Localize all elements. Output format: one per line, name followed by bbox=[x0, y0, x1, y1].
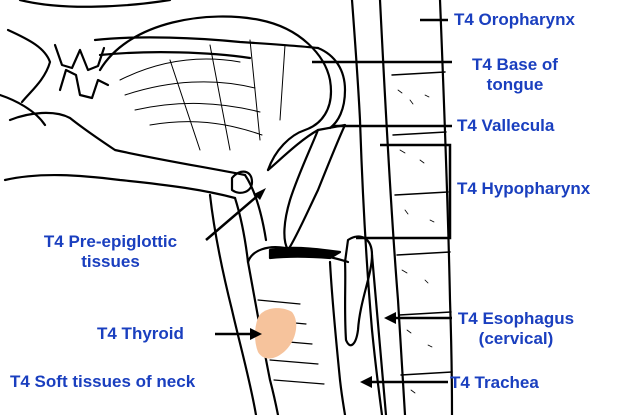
label-trachea: T4 Trachea bbox=[450, 373, 539, 393]
label-vallecula: T4 Vallecula bbox=[457, 116, 554, 136]
vertebral-bodies bbox=[392, 72, 452, 375]
label-esophagus-line2: (cervical) bbox=[452, 329, 580, 349]
label-base-of-tongue-line2: tongue bbox=[455, 75, 575, 95]
upper-lip bbox=[8, 30, 50, 102]
label-base-of-tongue: T4 Base of tongue bbox=[455, 55, 575, 95]
mandible-lower bbox=[5, 175, 235, 198]
label-base-of-tongue-line1: T4 Base of bbox=[455, 55, 575, 75]
upper-teeth bbox=[55, 45, 104, 70]
label-oropharynx: T4 Oropharynx bbox=[454, 10, 575, 30]
leader-pre-epiglottic bbox=[206, 192, 262, 240]
label-hypopharynx: T4 Hypopharynx bbox=[457, 179, 590, 199]
skull-base-outline bbox=[20, 0, 170, 7]
posterior-tracheal-wall bbox=[330, 262, 345, 415]
epiglottis bbox=[284, 125, 345, 250]
anterior-neck-skin bbox=[210, 195, 256, 415]
lower-teeth bbox=[60, 70, 108, 98]
vocal-fold bbox=[270, 248, 340, 258]
arrow-esophagus bbox=[384, 312, 396, 324]
label-thyroid: T4 Thyroid bbox=[97, 324, 184, 344]
label-pre-epiglottic: T4 Pre-epiglottic tissues bbox=[18, 232, 203, 272]
vertebra-texture bbox=[398, 90, 434, 393]
tongue-fibers bbox=[120, 40, 285, 150]
label-pre-epiglottic-line1: T4 Pre-epiglottic bbox=[18, 232, 203, 252]
label-esophagus-line1: T4 Esophagus bbox=[452, 309, 580, 329]
lower-lip bbox=[0, 95, 45, 125]
label-pre-epiglottic-line2: tissues bbox=[18, 252, 203, 272]
mandible-outline bbox=[10, 113, 245, 175]
label-soft-tissues-neck: T4 Soft tissues of neck bbox=[10, 372, 195, 392]
hypopharynx-bracket bbox=[356, 145, 450, 238]
arrow-trachea bbox=[360, 376, 372, 388]
palate-underside bbox=[100, 52, 250, 58]
thyroid-gland bbox=[255, 308, 296, 358]
label-esophagus: T4 Esophagus (cervical) bbox=[452, 309, 580, 349]
